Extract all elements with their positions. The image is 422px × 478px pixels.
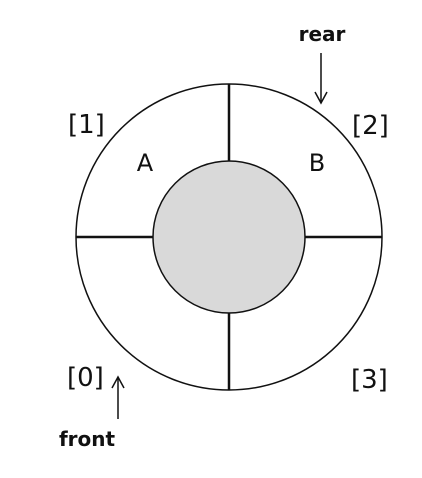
slot-index-label-1: [1] <box>68 110 105 140</box>
front-pointer-label: front <box>59 427 116 451</box>
rear-arrow-icon <box>314 53 328 105</box>
slot-index-label-0: [0] <box>67 363 104 393</box>
slot-value-2: B <box>309 149 325 177</box>
rear-pointer-label: rear <box>299 22 346 46</box>
slot-index-label-3: [3] <box>351 365 388 395</box>
slot-index-label-2: [2] <box>352 111 389 141</box>
queue-hub <box>152 160 306 314</box>
slot-value-1: A <box>137 149 154 177</box>
front-arrow-icon <box>111 375 125 419</box>
